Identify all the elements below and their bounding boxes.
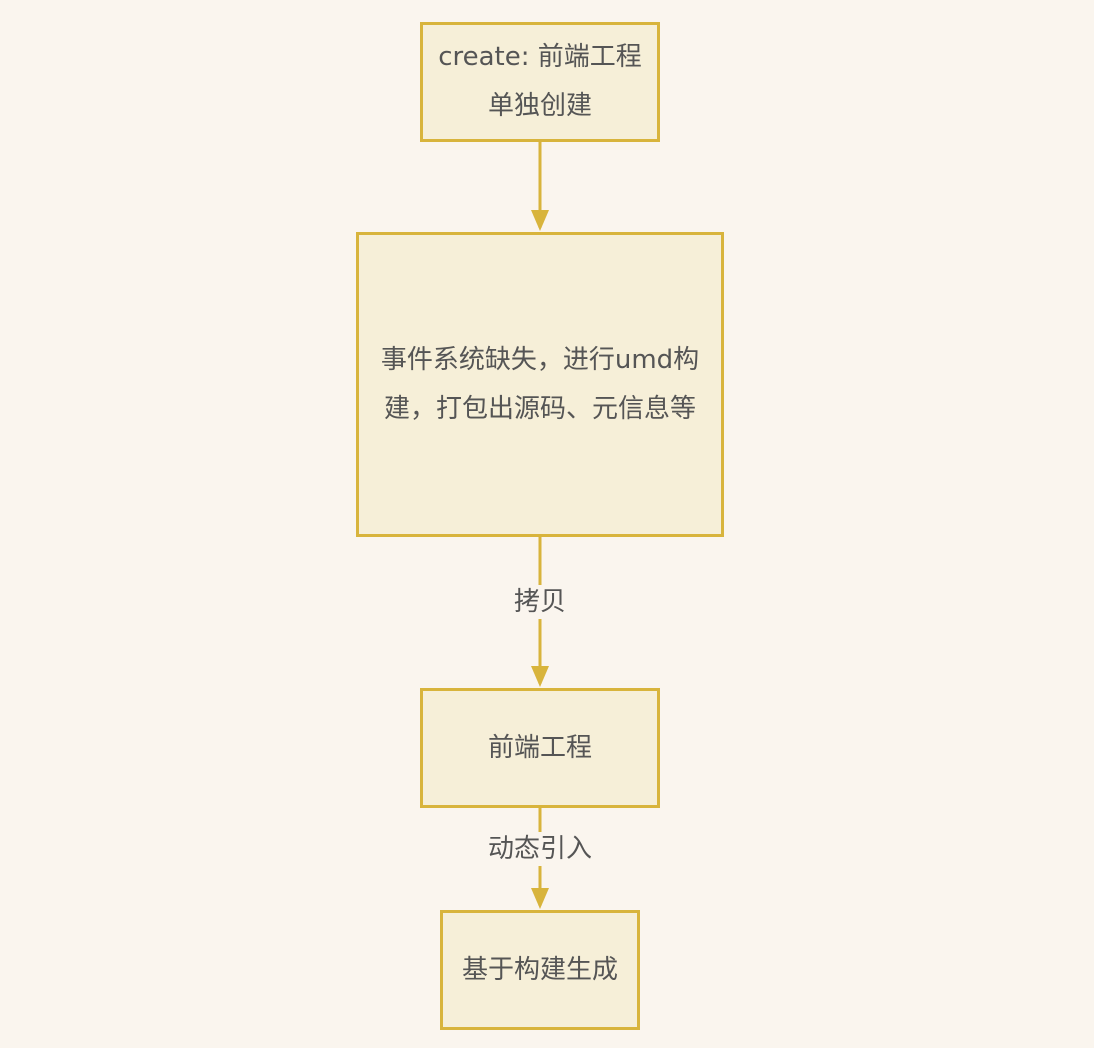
node-create-line1: create: 前端工程: [438, 42, 642, 72]
node-create-line2: 单独创建: [487, 91, 592, 121]
arrowhead-umd-to-frontend: [531, 666, 549, 687]
edge-label-dynamic-import: 动态引入: [482, 832, 598, 866]
node-umd-build[interactable]: 事件系统缺失，进行umd构 建，打包出源码、元信息等: [356, 232, 724, 537]
node-build-generated[interactable]: 基于构建生成: [440, 910, 640, 1030]
node-umd-line1: 事件系统缺失，进行umd构: [380, 344, 700, 375]
arrowhead-create-to-umd: [531, 210, 549, 231]
node-umd-line2: 建，打包出源码、元信息等: [383, 393, 696, 424]
node-frontend-label: 前端工程: [487, 732, 592, 763]
node-create-frontend-project[interactable]: create: 前端工程 单独创建: [420, 22, 660, 142]
edge-label-copy: 拷贝: [505, 585, 575, 619]
arrowhead-frontend-to-generated: [531, 888, 549, 909]
node-frontend-project[interactable]: 前端工程: [420, 688, 660, 808]
node-generated-label: 基于构建生成: [461, 954, 618, 985]
